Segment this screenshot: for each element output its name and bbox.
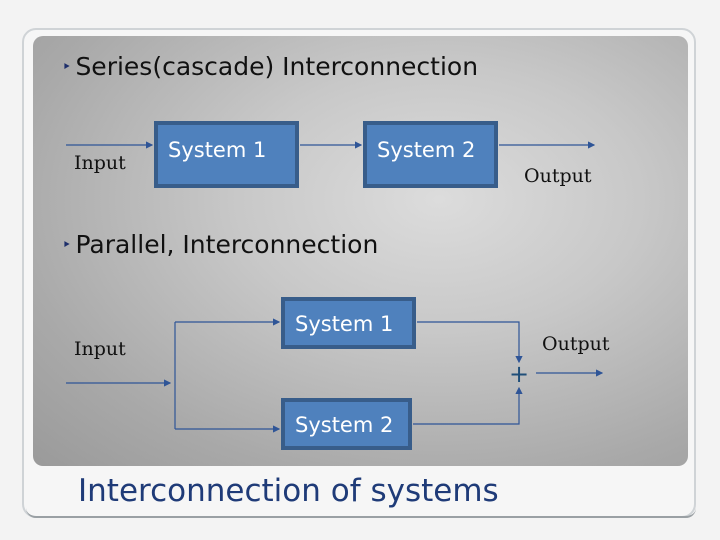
parallel-lower-merge-arrow	[413, 386, 523, 425]
parallel-upper-merge-arrow	[417, 321, 523, 364]
parallel-system1-box: System 1	[281, 297, 416, 349]
parallel-title: Parallel, Interconnection	[75, 230, 379, 259]
parallel-system2-label: System 2	[295, 413, 394, 437]
footer-title: Interconnection of systems	[78, 473, 499, 509]
parallel-input-label: Input	[74, 338, 126, 360]
cascade-input-label: Input	[74, 152, 126, 174]
cascade-system1-box: System 1	[154, 121, 299, 188]
bullet-icon: ‣	[62, 57, 72, 76]
cascade-heading: ‣Series(cascade) Interconnection	[62, 52, 478, 81]
bullet-icon: ‣	[62, 235, 72, 254]
cascade-output-label: Output	[524, 165, 592, 187]
summing-junction: +	[508, 360, 530, 388]
parallel-system1-label: System 1	[295, 312, 394, 336]
parallel-output-label: Output	[542, 333, 610, 355]
cascade-system1-label: System 1	[168, 138, 267, 162]
cascade-system2-box: System 2	[363, 121, 498, 188]
cascade-title: Series(cascade) Interconnection	[75, 52, 479, 81]
content-panel	[33, 36, 688, 466]
slide-frame-shadow	[26, 508, 696, 518]
cascade-system2-label: System 2	[377, 138, 476, 162]
parallel-system2-box: System 2	[281, 398, 412, 450]
parallel-heading: ‣Parallel, Interconnection	[62, 230, 378, 259]
